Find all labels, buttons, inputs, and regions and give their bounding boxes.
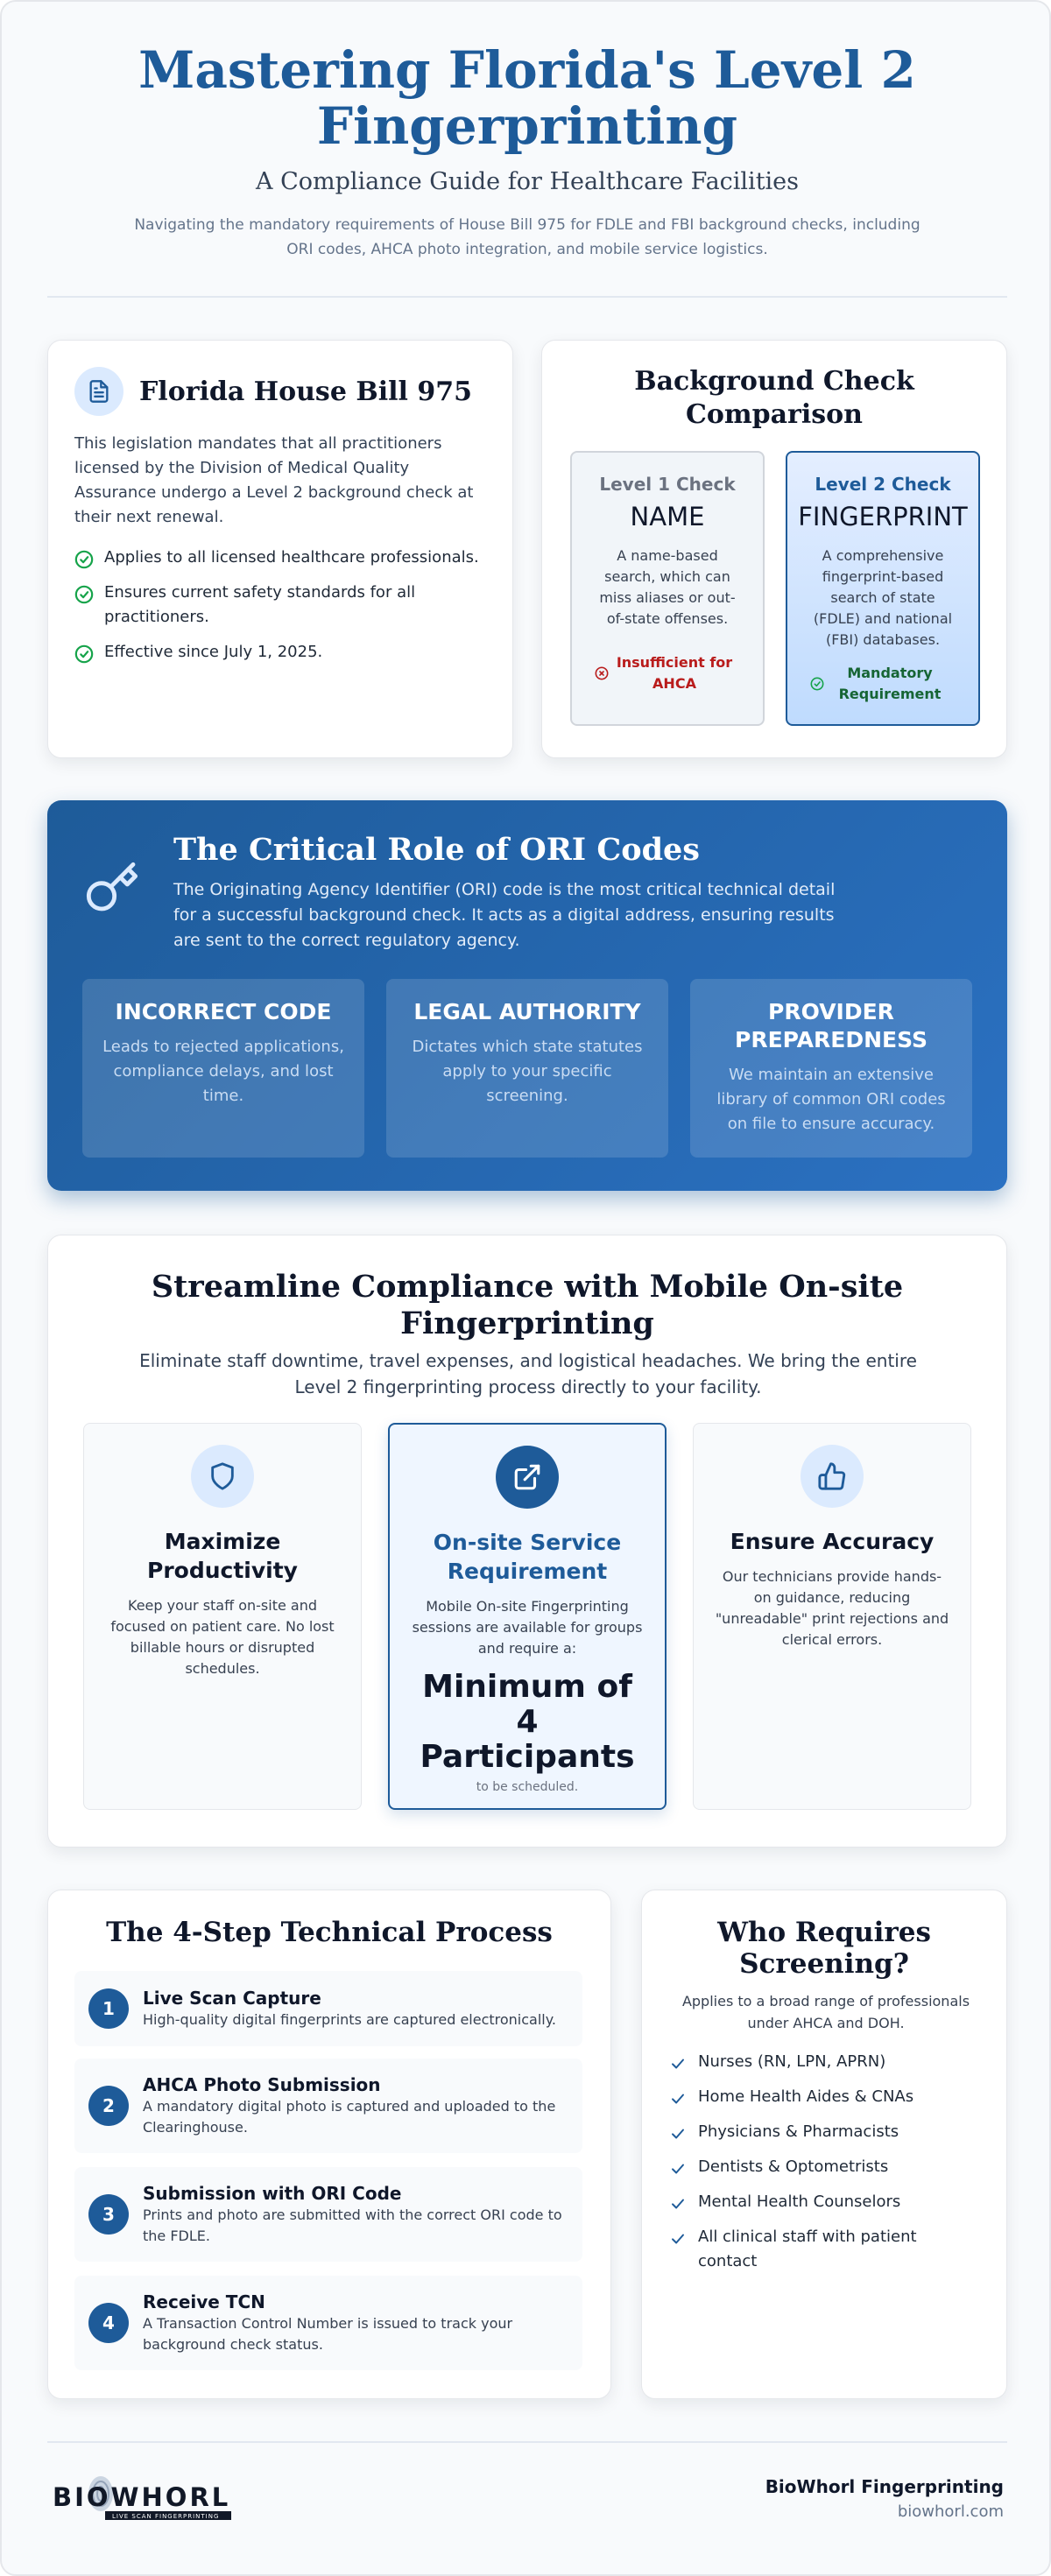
who-list: Nurses (RN, LPN, APRN) Home Health Aides… bbox=[670, 2050, 977, 2284]
mobile-description: Eliminate staff downtime, travel expense… bbox=[139, 1350, 917, 1397]
ori-description: The Originating Agency Identifier (ORI) … bbox=[173, 880, 836, 950]
list-item: Physicians & Pharmacists bbox=[670, 2120, 977, 2144]
level2-description: A comprehensive fingerprint-based search… bbox=[813, 547, 953, 648]
fingerprint-logo-icon: BIOWHORL LIVE SCAN FINGERPRINTING bbox=[53, 2476, 231, 2520]
minimum-participants: Minimum of 4 Participants bbox=[420, 1669, 635, 1775]
check-icon bbox=[672, 2199, 684, 2209]
check-circle-icon bbox=[74, 585, 94, 604]
bill-points: Applies to all licensed healthcare profe… bbox=[74, 545, 495, 675]
page-subtitle: A Compliance Guide for Healthcare Facili… bbox=[255, 168, 800, 195]
brand-name: BioWhorl Fingerprinting bbox=[765, 2476, 1004, 2497]
footer-divider bbox=[47, 2441, 1007, 2443]
key-icon bbox=[84, 860, 140, 919]
productivity-column: Maximize Productivity Keep your staff on… bbox=[83, 1423, 362, 1810]
svg-text:BIOWHORL: BIOWHORL bbox=[53, 2482, 230, 2512]
check-icon bbox=[672, 2059, 684, 2069]
who-description: Applies to a broad range of professional… bbox=[681, 1993, 970, 2031]
comparison-card: Background Check Comparison Level 1 Chec… bbox=[541, 340, 1007, 758]
list-item: Ensures current safety standards for all… bbox=[74, 581, 495, 630]
check-icon bbox=[672, 2234, 684, 2244]
list-item: All clinical staff with patient contact bbox=[670, 2225, 977, 2274]
check-icon bbox=[672, 2164, 684, 2174]
level1-description: A name-based search, which can miss alia… bbox=[599, 547, 736, 627]
list-item: Nurses (RN, LPN, APRN) bbox=[670, 2050, 977, 2074]
list-item: Home Health Aides & CNAs bbox=[670, 2085, 977, 2109]
level1-type: NAME bbox=[630, 502, 705, 531]
level1-name: Level 1 Check bbox=[599, 474, 736, 495]
biowhorl-logo[interactable]: BIOWHORL LIVE SCAN FINGERPRINTING bbox=[51, 2473, 235, 2525]
steps-card: The 4-Step Technical Process 1 Live Scan… bbox=[47, 1890, 611, 2399]
check-circle-icon bbox=[810, 677, 824, 691]
list-item: Applies to all licensed healthcare profe… bbox=[74, 545, 495, 570]
step-item: 1 Live Scan Capture High-quality digital… bbox=[74, 1971, 582, 2046]
list-item: Effective since July 1, 2025. bbox=[74, 640, 495, 665]
svg-text:LIVE SCAN FINGERPRINTING: LIVE SCAN FINGERPRINTING bbox=[112, 2513, 219, 2520]
level1-panel: Level 1 Check NAME A name-based search, … bbox=[570, 451, 765, 726]
ori-section: The Critical Role of ORI Codes The Origi… bbox=[47, 800, 1007, 1191]
check-circle-icon bbox=[74, 644, 94, 664]
mobile-title: Streamline Compliance with Mobile On-sit… bbox=[151, 1269, 904, 1341]
ori-box-legal-authority: LEGAL AUTHORITY Dictates which state sta… bbox=[386, 979, 668, 1158]
level1-status: Insufficient for AHCA bbox=[572, 652, 763, 694]
check-icon bbox=[672, 2094, 684, 2104]
mobile-card: Streamline Compliance with Mobile On-sit… bbox=[47, 1235, 1007, 1848]
step-item: 4 Receive TCN A Transaction Control Numb… bbox=[74, 2276, 582, 2370]
check-circle-icon bbox=[74, 550, 94, 569]
level2-status: Mandatory Requirement bbox=[787, 663, 978, 705]
ori-box-incorrect-code: INCORRECT CODE Leads to rejected applica… bbox=[82, 979, 364, 1158]
shield-icon bbox=[191, 1445, 254, 1508]
bill-description: This legislation mandates that all pract… bbox=[74, 434, 474, 526]
level2-panel: Level 2 Check FINGERPRINT A comprehensiv… bbox=[786, 451, 980, 726]
level2-name: Level 2 Check bbox=[815, 474, 951, 495]
steps-title: The 4-Step Technical Process bbox=[106, 1917, 553, 1948]
external-link-icon bbox=[496, 1446, 559, 1509]
thumbs-up-icon bbox=[801, 1445, 864, 1508]
footer-brand: BioWhorl Fingerprinting biowhorl.com bbox=[765, 2476, 1004, 2521]
bill-card: Florida House Bill 975 This legislation … bbox=[47, 340, 513, 758]
who-card: Who Requires Screening? Applies to a bro… bbox=[641, 1890, 1007, 2399]
divider bbox=[47, 296, 1007, 298]
comparison-title: Background Check Comparison bbox=[634, 366, 914, 430]
ori-box-provider-preparedness: PROVIDER PREPAREDNESS We maintain an ext… bbox=[690, 979, 972, 1158]
list-item: Dentists & Optometrists bbox=[670, 2155, 977, 2179]
hero-header: Mastering Florida's Level 2 Fingerprinti… bbox=[47, 42, 1007, 262]
onsite-requirement-column: On-site Service Requirement Mobile On-si… bbox=[388, 1423, 667, 1810]
x-circle-icon bbox=[595, 666, 609, 680]
check-icon bbox=[672, 2129, 684, 2139]
bill-title: Florida House Bill 975 bbox=[139, 376, 472, 407]
accuracy-column: Ensure Accuracy Our technicians provide … bbox=[693, 1423, 971, 1810]
who-title: Who Requires Screening? bbox=[717, 1917, 931, 1980]
brand-url[interactable]: biowhorl.com bbox=[897, 2502, 1004, 2521]
step-item: 2 AHCA Photo Submission A mandatory digi… bbox=[74, 2059, 582, 2153]
step-item: 3 Submission with ORI Code Prints and ph… bbox=[74, 2167, 582, 2262]
list-item: Mental Health Counselors bbox=[670, 2190, 977, 2214]
intro-text: Navigating the mandatory requirements of… bbox=[134, 216, 921, 258]
document-icon bbox=[74, 367, 123, 416]
level2-type: FINGERPRINT bbox=[798, 502, 968, 531]
page-title: Mastering Florida's Level 2 Fingerprinti… bbox=[138, 40, 916, 156]
ori-title: The Critical Role of ORI Codes bbox=[173, 832, 701, 868]
